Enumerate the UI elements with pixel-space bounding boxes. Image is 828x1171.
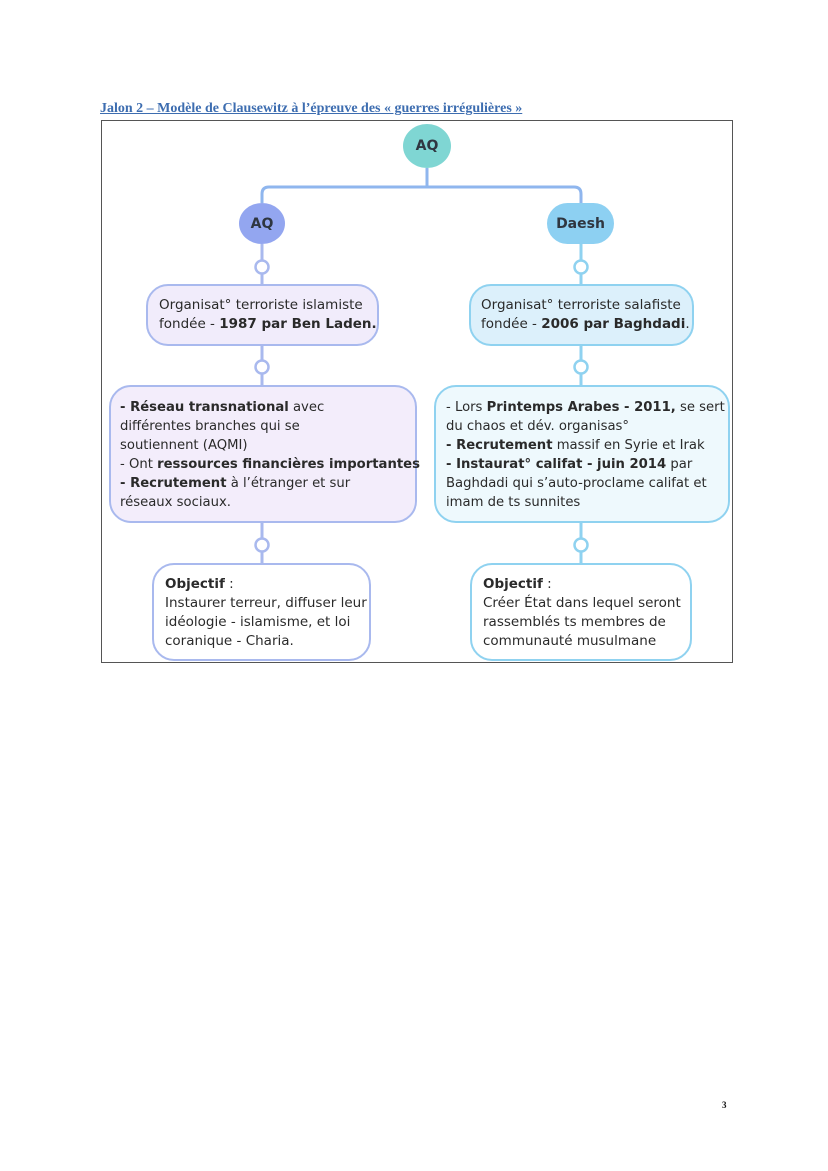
page-number: 3 (722, 1100, 727, 1110)
daesh-details-line-2: du chaos et dév. organisas° (446, 419, 630, 434)
daesh-objective-line-3: communauté musulmane (483, 633, 657, 649)
aq-definition-line-2: fondée - 1987 par Ben Laden. (159, 315, 377, 334)
daesh-definition-line-1: Organisat° terroriste salafiste (481, 297, 681, 313)
aq-objective-heading-bold: Objectif (165, 576, 225, 592)
aq-objective-line-2: idéologie - islamisme, et loi (165, 614, 351, 630)
root-node-aq: AQ (403, 124, 451, 168)
daesh-details-line-6: imam de ts sunnites (446, 495, 581, 510)
right-junction-3 (573, 537, 589, 553)
daesh-details-line-3: - Recrutement massif en Syrie et Irak (446, 436, 728, 455)
aq-objective-line-1: Instaurer terreur, diffuser leur (165, 595, 367, 611)
aq-details-line-5: - Recrutement à l’étranger et sur (120, 474, 415, 493)
aq-definition-founded: fondée - (159, 316, 220, 332)
daesh-details-l1-bold: Printemps Arabes - 2011, (486, 400, 676, 415)
left-junction-1 (254, 259, 270, 275)
daesh-definition-period: . (685, 316, 690, 332)
aq-details-l4-prefix: - Ont (120, 457, 158, 472)
branch-node-aq-label: AQ (250, 215, 274, 232)
aq-details-line-2: différentes branches qui se (120, 419, 300, 434)
aq-objective-heading-colon: : (224, 576, 234, 592)
aq-objective-heading: Objectif : (165, 575, 369, 594)
aq-details-line-4: - Ont ressources financières importantes (120, 455, 420, 474)
root-node-label: AQ (415, 138, 439, 154)
aq-details-line-6: réseaux sociaux. (120, 495, 231, 510)
daesh-details-l3-bold: - Recrutement (446, 438, 553, 453)
daesh-definition-founder: 2006 par Baghdadi (541, 316, 686, 332)
daesh-details-l1-rest: se sert (675, 400, 725, 415)
aq-definition-founder: 1987 par Ben Laden. (219, 316, 377, 332)
daesh-details-line-4: - Instaurat° califat - juin 2014 par (446, 455, 728, 474)
daesh-details-l1-prefix: - Lors (446, 400, 487, 415)
aq-definition-line-1: Organisat° terroriste islamiste (159, 297, 363, 313)
daesh-details-l3-rest: massif en Syrie et Irak (552, 438, 705, 453)
aq-details-line-1: - Réseau transnational avec (120, 398, 415, 417)
branch-node-daesh: Daesh (547, 203, 614, 244)
daesh-objective-line-1: Créer État dans lequel seront (483, 595, 681, 611)
daesh-details-box: - Lors Printemps Arabes - 2011, se sert … (434, 385, 730, 523)
daesh-objective-heading-colon: : (542, 576, 552, 592)
right-junction-2 (573, 359, 589, 375)
daesh-objective-heading-bold: Objectif (483, 576, 543, 592)
aq-definition-box: Organisat° terroriste islamiste fondée -… (146, 284, 379, 346)
daesh-definition-founded: fondée - (481, 316, 542, 332)
branch-node-aq: AQ (239, 203, 285, 244)
aq-details-l5-rest: à l’étranger et sur (226, 476, 351, 491)
daesh-definition-box: Organisat° terroriste salafiste fondée -… (469, 284, 694, 346)
aq-details-l1-rest: avec (288, 400, 325, 415)
daesh-details-line-5: Baghdadi qui s’auto-proclame califat et (446, 476, 707, 491)
aq-details-l1-bold: - Réseau transnational (120, 400, 289, 415)
aq-objective-line-3: coranique - Charia. (165, 633, 294, 649)
daesh-details-l4-bold: - Instaurat° califat - juin 2014 (446, 457, 667, 472)
page-title: Jalon 2 – Modèle de Clausewitz à l’épreu… (100, 101, 523, 116)
branch-node-daesh-label: Daesh (556, 215, 605, 232)
branch-connector (260, 185, 583, 203)
aq-details-box: - Réseau transnational avec différentes … (109, 385, 420, 523)
daesh-objective-line-2: rassemblés ts membres de (483, 614, 666, 630)
aq-objective-box: Objectif : Instaurer terreur, diffuser l… (152, 563, 371, 661)
daesh-definition-line-2: fondée - 2006 par Baghdadi. (481, 315, 692, 334)
daesh-details-line-1: - Lors Printemps Arabes - 2011, se sert (446, 398, 728, 417)
left-junction-3 (254, 537, 270, 553)
aq-details-l4-bold: ressources financières importantes (157, 457, 420, 472)
daesh-objective-box: Objectif : Créer État dans lequel seront… (470, 563, 692, 661)
aq-details-line-3: soutiennent (AQMI) (120, 438, 248, 453)
daesh-details-l4-rest: par (666, 457, 693, 472)
daesh-objective-heading: Objectif : (483, 575, 690, 594)
left-junction-2 (254, 359, 270, 375)
diagram-frame (101, 120, 733, 663)
aq-details-l5-bold: - Recrutement (120, 476, 227, 491)
right-junction-1 (573, 259, 589, 275)
